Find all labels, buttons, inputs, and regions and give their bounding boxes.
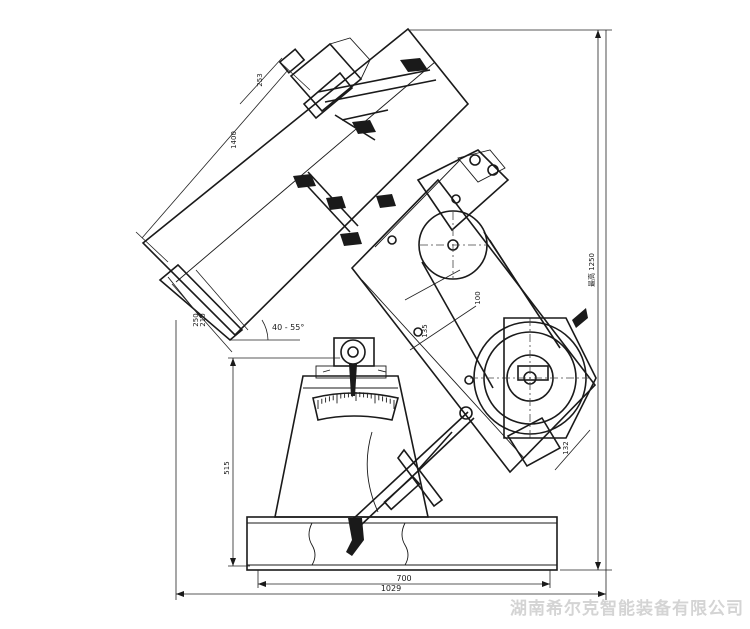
- dimension-lines: [135, 29, 612, 600]
- bolts: [387, 194, 474, 385]
- dim-width-base: 700: [396, 574, 411, 583]
- dim-100: 100: [474, 291, 482, 304]
- top-motor: [278, 37, 371, 120]
- dim-1400: 1400: [230, 131, 238, 149]
- dimension-labels: 253 1400 210 250 40 - 55° 135 100 132 最高…: [192, 73, 596, 593]
- mid-drive-box: [350, 178, 597, 474]
- pivot-pointer: [322, 337, 387, 396]
- dim-height-total: 最高 1250: [587, 253, 596, 287]
- drive-belt: [421, 231, 561, 389]
- dim-angle: 40 - 55°: [272, 323, 304, 332]
- base-box: [246, 516, 558, 571]
- company-watermark: 湖南希尔克智能装备有限公司: [510, 599, 744, 619]
- angle-scale: [312, 392, 399, 421]
- dim-132: 132: [562, 441, 570, 454]
- small-pulley: [418, 210, 488, 280]
- dim-135: 135: [421, 324, 429, 337]
- tilted-body: [141, 27, 597, 474]
- shaft-assembly: [293, 58, 437, 246]
- outlet-plate: [158, 263, 244, 342]
- main-housing: [141, 27, 470, 337]
- dim-253: 253: [256, 73, 264, 86]
- dim-250: 250: [192, 313, 200, 326]
- dim-width-total: 1029: [381, 584, 401, 593]
- dim-210: 210: [199, 313, 207, 326]
- side-box: [506, 416, 562, 468]
- dim-height-base: 515: [223, 461, 231, 474]
- linkage-arm: [346, 406, 475, 556]
- large-pulley: [470, 308, 597, 439]
